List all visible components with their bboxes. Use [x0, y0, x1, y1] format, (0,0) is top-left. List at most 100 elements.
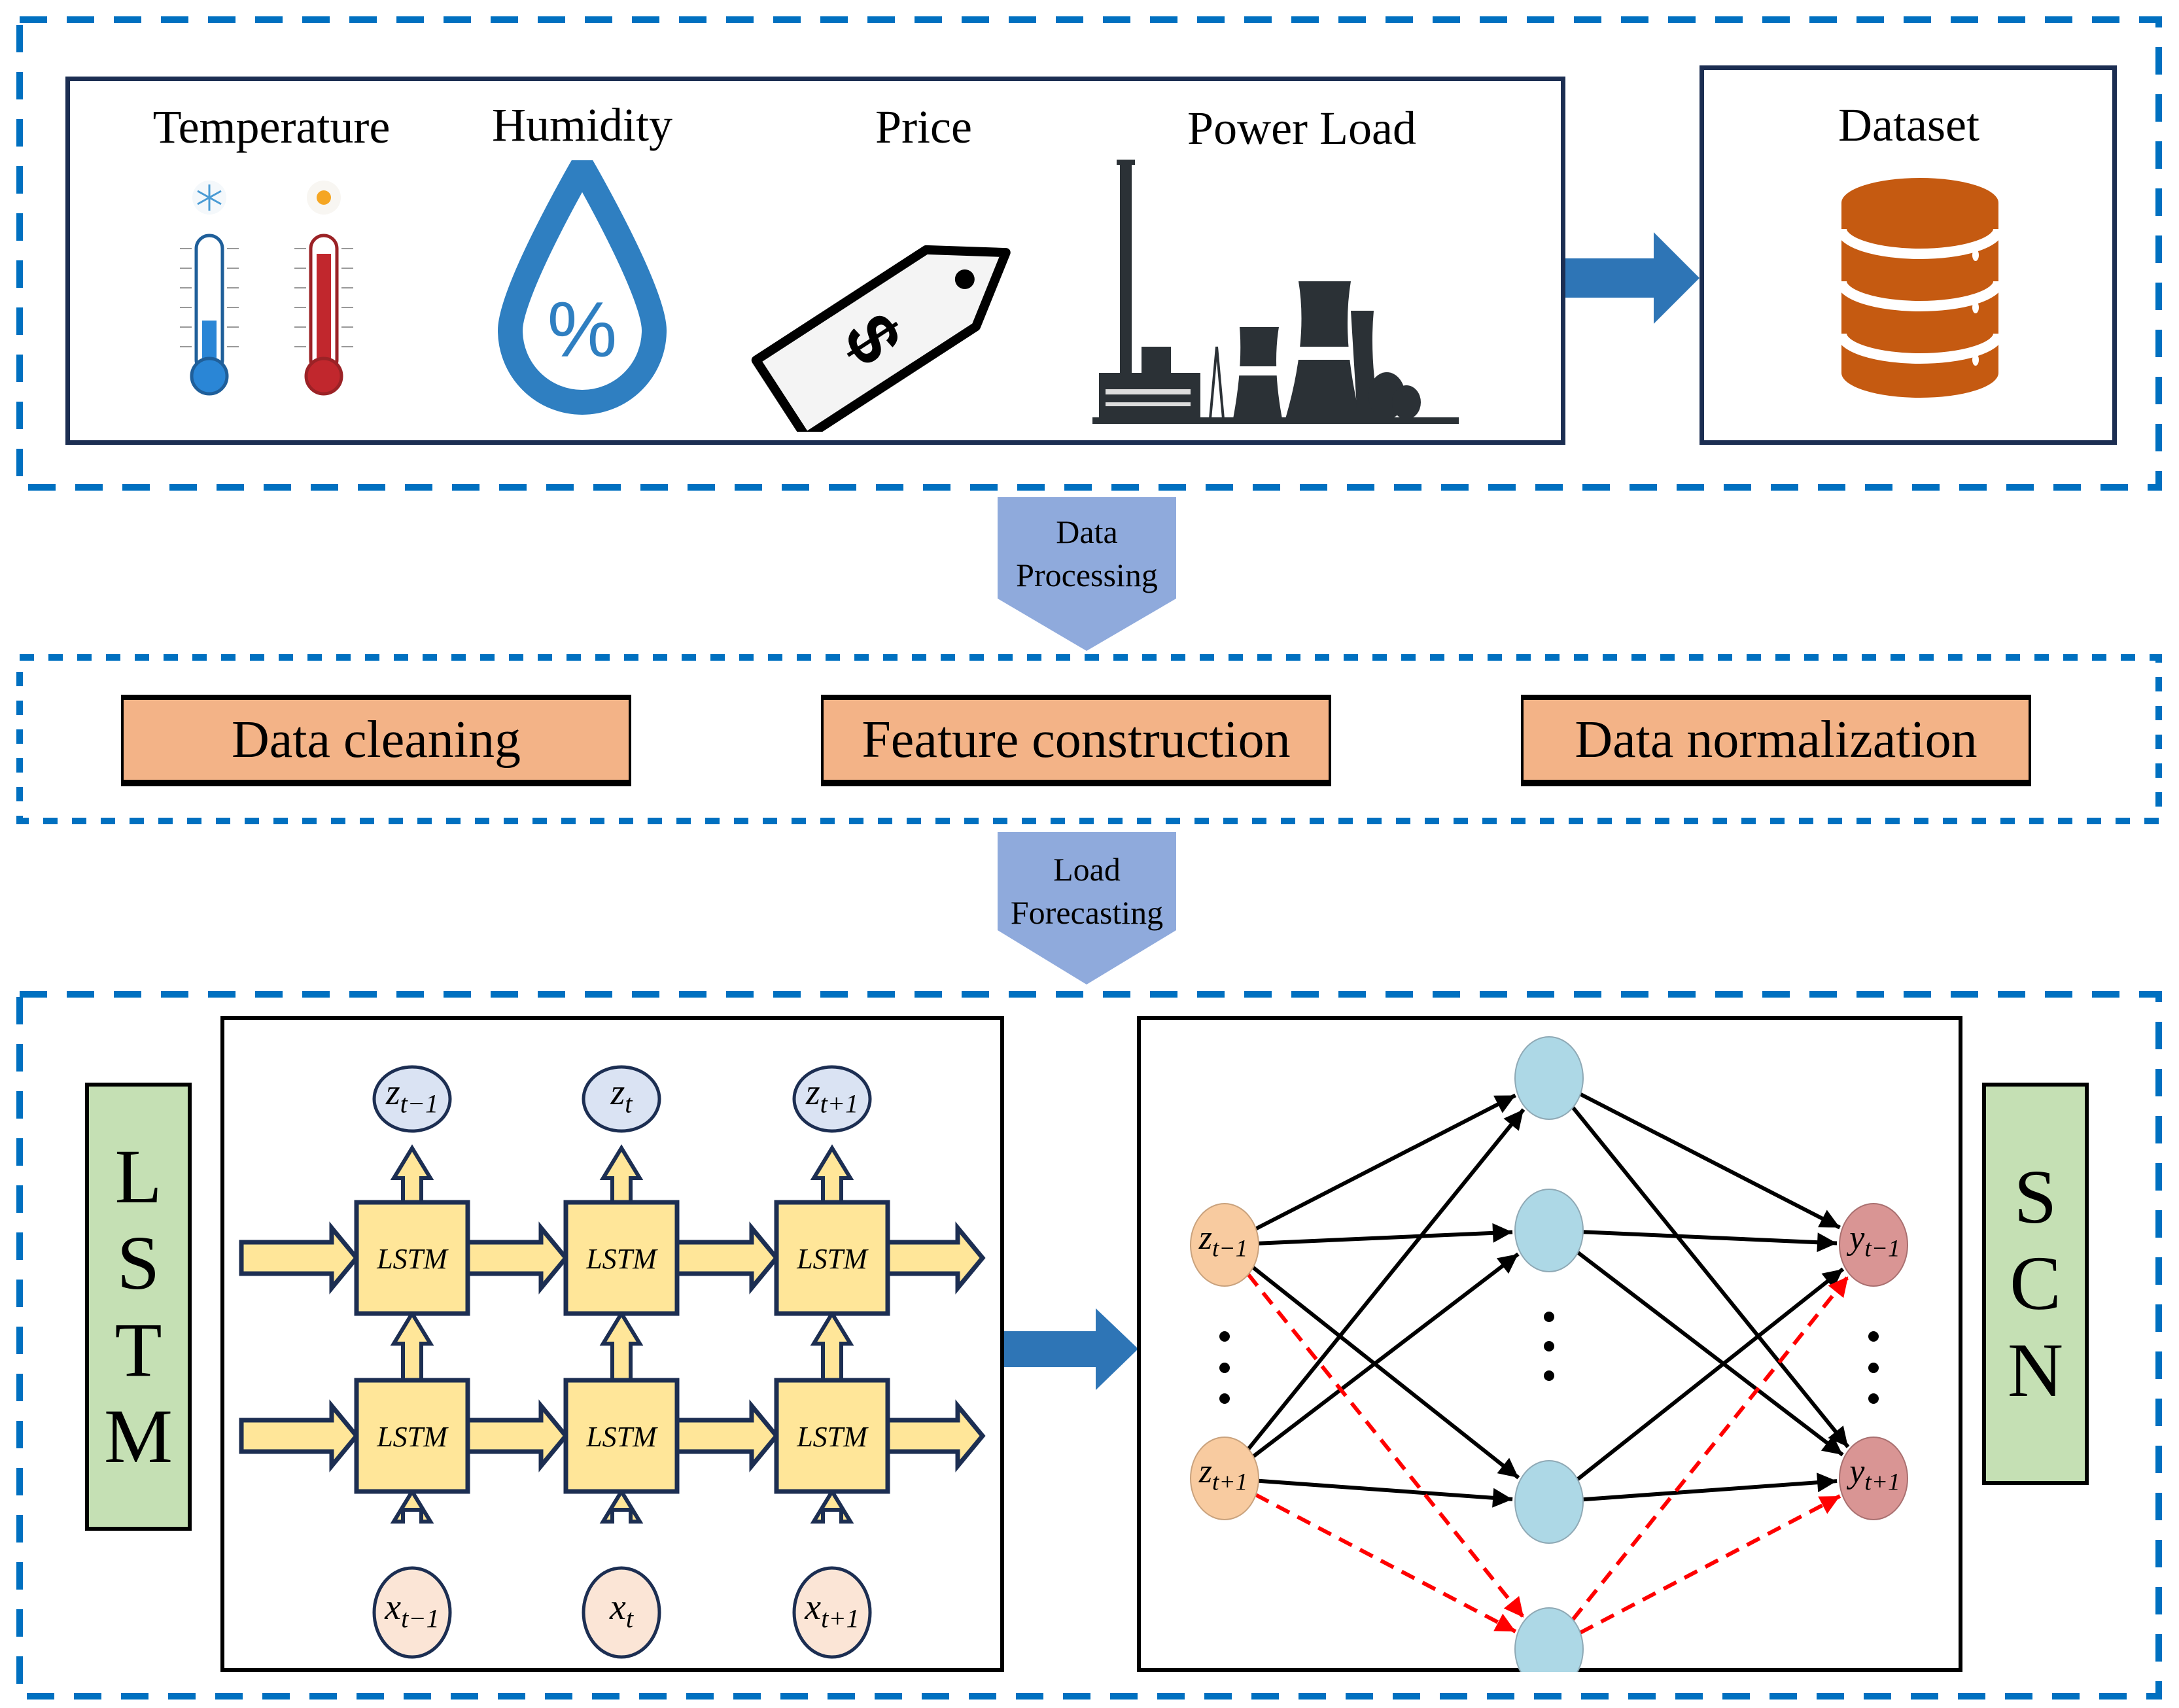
lstm-cell-box — [563, 1378, 680, 1494]
lstm-letter: S — [116, 1220, 160, 1306]
ellipsis-dot — [1219, 1331, 1230, 1342]
lstm-cell-label: LSTM — [585, 1243, 658, 1275]
scn-hidden-output-edge — [1576, 1267, 1845, 1481]
lstm-horizontal-arrow — [465, 1399, 569, 1473]
data-processing-group — [16, 654, 2162, 824]
ellipsis-dot — [1219, 1363, 1230, 1373]
ellipsis-dot — [1544, 1312, 1554, 1322]
lstm-input-arrow — [599, 1488, 644, 1524]
humidity-percent-symbol: % — [548, 286, 618, 374]
scn-input-hidden-edge — [1252, 1252, 1520, 1458]
lstm-output-arrow — [810, 1144, 854, 1204]
load-forecasting-arrow: Load Forecasting — [998, 832, 1176, 985]
scn-input-hidden-edge — [1258, 1478, 1513, 1508]
lstm-cell-box — [774, 1200, 890, 1316]
load-forecasting-label-line1: Load — [1053, 851, 1121, 888]
scn-network-diagram: zt−1 zt+1 yt−1 yt+1 — [1190, 1036, 1908, 1672]
scn-side-label: S C N — [1982, 1083, 2089, 1485]
lstm-layer-arrow — [390, 1310, 434, 1382]
lstm-letter: L — [114, 1134, 162, 1220]
node-circle — [1839, 1203, 1908, 1287]
lstm-cell: LSTM — [563, 1378, 680, 1494]
ellipsis-dot — [1544, 1341, 1554, 1351]
scn-hidden-output-edge — [1582, 1473, 1838, 1502]
node-circle — [582, 1065, 661, 1133]
lstm-cell-label: LSTM — [376, 1421, 449, 1453]
ellipsis-dot — [1868, 1363, 1879, 1373]
lstm-output-node-label: zt−1 — [385, 1072, 438, 1118]
source-label-temperature: Temperature — [152, 101, 391, 153]
scn-new-node-input-edge — [1255, 1493, 1517, 1633]
node-circle — [792, 1065, 872, 1133]
scn-input-node-label: zt−1 — [1198, 1219, 1248, 1262]
scn-letter: S — [2013, 1154, 2057, 1240]
data-collection-group — [16, 16, 2162, 491]
lstm-output-node: zt — [582, 1065, 661, 1133]
lstm-input-node-label: xt−1 — [384, 1587, 439, 1633]
ellipsis-dot — [1544, 1370, 1554, 1381]
scn-letter: N — [2007, 1327, 2064, 1413]
lstm-layer-arrow — [810, 1310, 854, 1382]
lstm-cell-box — [774, 1378, 890, 1494]
scn-input-hidden-edge — [1251, 1266, 1520, 1480]
data-processing-label-line1: Data — [1056, 514, 1118, 550]
ellipsis-dot — [1868, 1393, 1879, 1404]
lstm-output-node-label: zt — [610, 1072, 633, 1118]
source-label-power-load: Power Load — [1187, 102, 1416, 154]
flow-arrow-to-scn — [1004, 1308, 1138, 1390]
scn-hidden-output-edge — [1577, 1251, 1844, 1457]
lstm-horizontal-arrow — [239, 1399, 360, 1473]
lstm-cell: LSTM — [354, 1378, 470, 1494]
lstm-horizontal-arrow — [674, 1399, 780, 1473]
node-circle — [372, 1566, 452, 1659]
ellipsis-dot — [1868, 1331, 1879, 1342]
scn-new-node-output-edge — [1571, 1275, 1850, 1621]
lstm-input-node: xt+1 — [792, 1566, 872, 1659]
lstm-cell-box — [354, 1200, 470, 1316]
scn-input-node: zt+1 — [1190, 1437, 1259, 1520]
data-processing-label-line2: Processing — [1016, 557, 1158, 593]
lstm-cell-label: LSTM — [376, 1243, 449, 1275]
lstm-cell: LSTM — [774, 1200, 890, 1316]
scn-output-node-label: yt−1 — [1846, 1219, 1900, 1262]
lstm-side-label: L S T M — [85, 1083, 192, 1531]
node-circle — [582, 1566, 661, 1659]
snowflake-icon — [197, 184, 222, 211]
lstm-cell-label: LSTM — [796, 1243, 869, 1275]
dashed-border — [16, 654, 2162, 824]
forecasting-model-group — [16, 991, 2162, 1699]
scn-output-node: yt+1 — [1839, 1437, 1908, 1520]
lstm-input-node: xt−1 — [372, 1566, 452, 1659]
sun-icon — [317, 190, 331, 205]
lstm-input-node-label: xt+1 — [804, 1587, 859, 1633]
scn-new-node-output-edge — [1579, 1494, 1841, 1635]
scn-output-node-label: yt+1 — [1846, 1453, 1900, 1495]
lstm-output-arrow — [390, 1144, 434, 1204]
scn-hidden-node — [1514, 1036, 1584, 1120]
scn-hidden-node — [1514, 1189, 1584, 1272]
scn-hidden-output-edge — [1571, 1106, 1850, 1448]
power-plant-icon — [1092, 160, 1459, 424]
step-data-normalization: Data normalization — [1521, 695, 2031, 786]
lstm-horizontal-arrow — [674, 1221, 780, 1295]
lstm-input-arrow — [390, 1488, 434, 1524]
lstm-network-diagram: LSTM LSTM LSTM LSTM LSTM LSTM zt−1 zt zt+1 xt−1 xt… — [239, 1065, 986, 1659]
source-label-price: Price — [875, 101, 972, 153]
lstm-cell-label: LSTM — [796, 1421, 869, 1453]
step-feature-construction: Feature construction — [821, 695, 1331, 786]
scn-letter: C — [2010, 1240, 2061, 1327]
lstm-layer-arrow — [599, 1310, 644, 1382]
lstm-horizontal-arrow — [885, 1399, 986, 1473]
lstm-cell: LSTM — [774, 1378, 890, 1494]
lstm-input-arrow — [810, 1488, 854, 1524]
node-circle — [1190, 1203, 1259, 1287]
price-tag-icon: $ — [751, 245, 1011, 432]
lstm-cell-box — [563, 1200, 680, 1316]
lstm-output-node-label: zt+1 — [805, 1072, 858, 1118]
node-circle — [792, 1566, 872, 1659]
scn-input-hidden-edge — [1255, 1093, 1516, 1231]
thermometer-icon — [180, 181, 353, 396]
humidity-drop-icon: % — [498, 160, 667, 415]
lstm-output-arrow — [599, 1144, 644, 1204]
lstm-horizontal-arrow — [239, 1221, 360, 1295]
